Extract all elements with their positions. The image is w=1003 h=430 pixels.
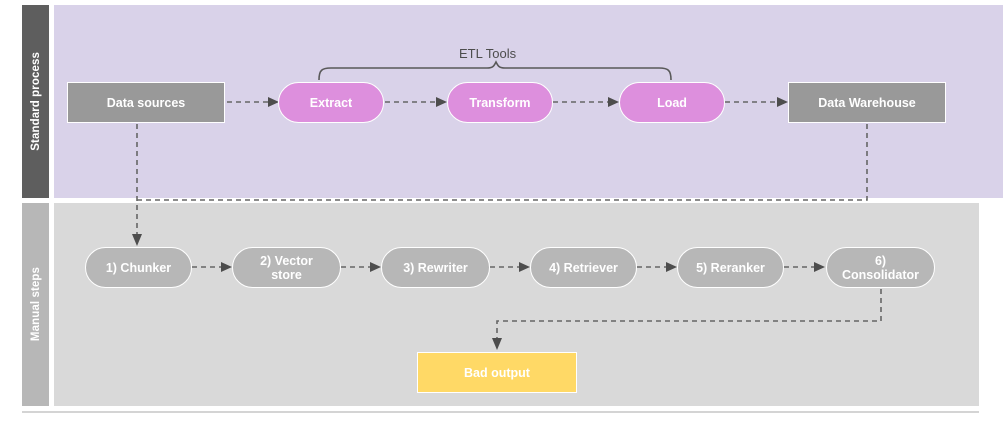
node-vector-store-label: 2) Vector store	[260, 254, 313, 282]
node-vector-store[interactable]: 2) Vector store	[232, 247, 341, 288]
node-extract-label: Extract	[309, 95, 353, 110]
node-reranker-label: 5) Reranker	[696, 260, 765, 275]
node-load-label: Load	[657, 95, 687, 110]
edge-retriever-to-reranker	[637, 262, 677, 272]
node-vector-store-label-line1: 2) Vector	[260, 253, 313, 268]
node-data-warehouse[interactable]: Data Warehouse	[788, 82, 946, 123]
node-bad-output[interactable]: Bad output	[417, 352, 577, 393]
lane-header-manual-steps: Manual steps	[22, 203, 49, 406]
node-data-sources[interactable]: Data sources	[67, 82, 225, 123]
node-rewriter-label: 3) Rewriter	[403, 260, 468, 275]
edge-extract-to-transform	[385, 97, 447, 107]
node-rewriter[interactable]: 3) Rewriter	[381, 247, 490, 288]
node-reranker[interactable]: 5) Reranker	[677, 247, 784, 288]
node-transform-label: Transform	[469, 95, 531, 110]
etl-tools-label: ETL Tools	[459, 46, 517, 61]
lane-header-standard-process: Standard process	[22, 5, 49, 198]
etl-tools-brace	[318, 60, 672, 81]
edge-data-warehouse-to-rewriter	[137, 124, 868, 201]
node-chunker-label: 1) Chunker	[105, 260, 172, 275]
node-consolidator-label-line2: Consolidator	[841, 267, 920, 282]
node-data-sources-label: Data sources	[106, 95, 186, 110]
edge-reranker-to-consolidator	[784, 262, 825, 272]
node-consolidator[interactable]: 6) Consolidator	[826, 247, 935, 288]
node-transform[interactable]: Transform	[447, 82, 553, 123]
node-extract[interactable]: Extract	[278, 82, 384, 123]
bottom-divider	[22, 411, 979, 413]
node-retriever[interactable]: 4) Retriever	[530, 247, 637, 288]
node-vector-store-label-line2: store	[271, 267, 302, 282]
node-consolidator-label: 6) Consolidator	[842, 254, 919, 282]
node-bad-output-label: Bad output	[464, 365, 530, 380]
node-consolidator-label-line1: 6)	[874, 253, 887, 268]
edge-transform-to-load	[553, 97, 619, 107]
edge-data-sources-to-chunker	[132, 124, 142, 246]
node-chunker[interactable]: 1) Chunker	[85, 247, 192, 288]
node-retriever-label: 4) Retriever	[549, 260, 618, 275]
edge-data-sources-to-extract	[227, 97, 279, 107]
edge-rewriter-to-retriever	[490, 262, 530, 272]
node-load[interactable]: Load	[619, 82, 725, 123]
edge-load-to-data-warehouse	[725, 97, 788, 107]
edge-consolidator-to-bad-output	[492, 289, 882, 350]
node-data-warehouse-label: Data Warehouse	[818, 95, 916, 110]
edge-vector-store-to-rewriter	[341, 262, 381, 272]
edge-chunker-to-vector-store	[192, 262, 232, 272]
